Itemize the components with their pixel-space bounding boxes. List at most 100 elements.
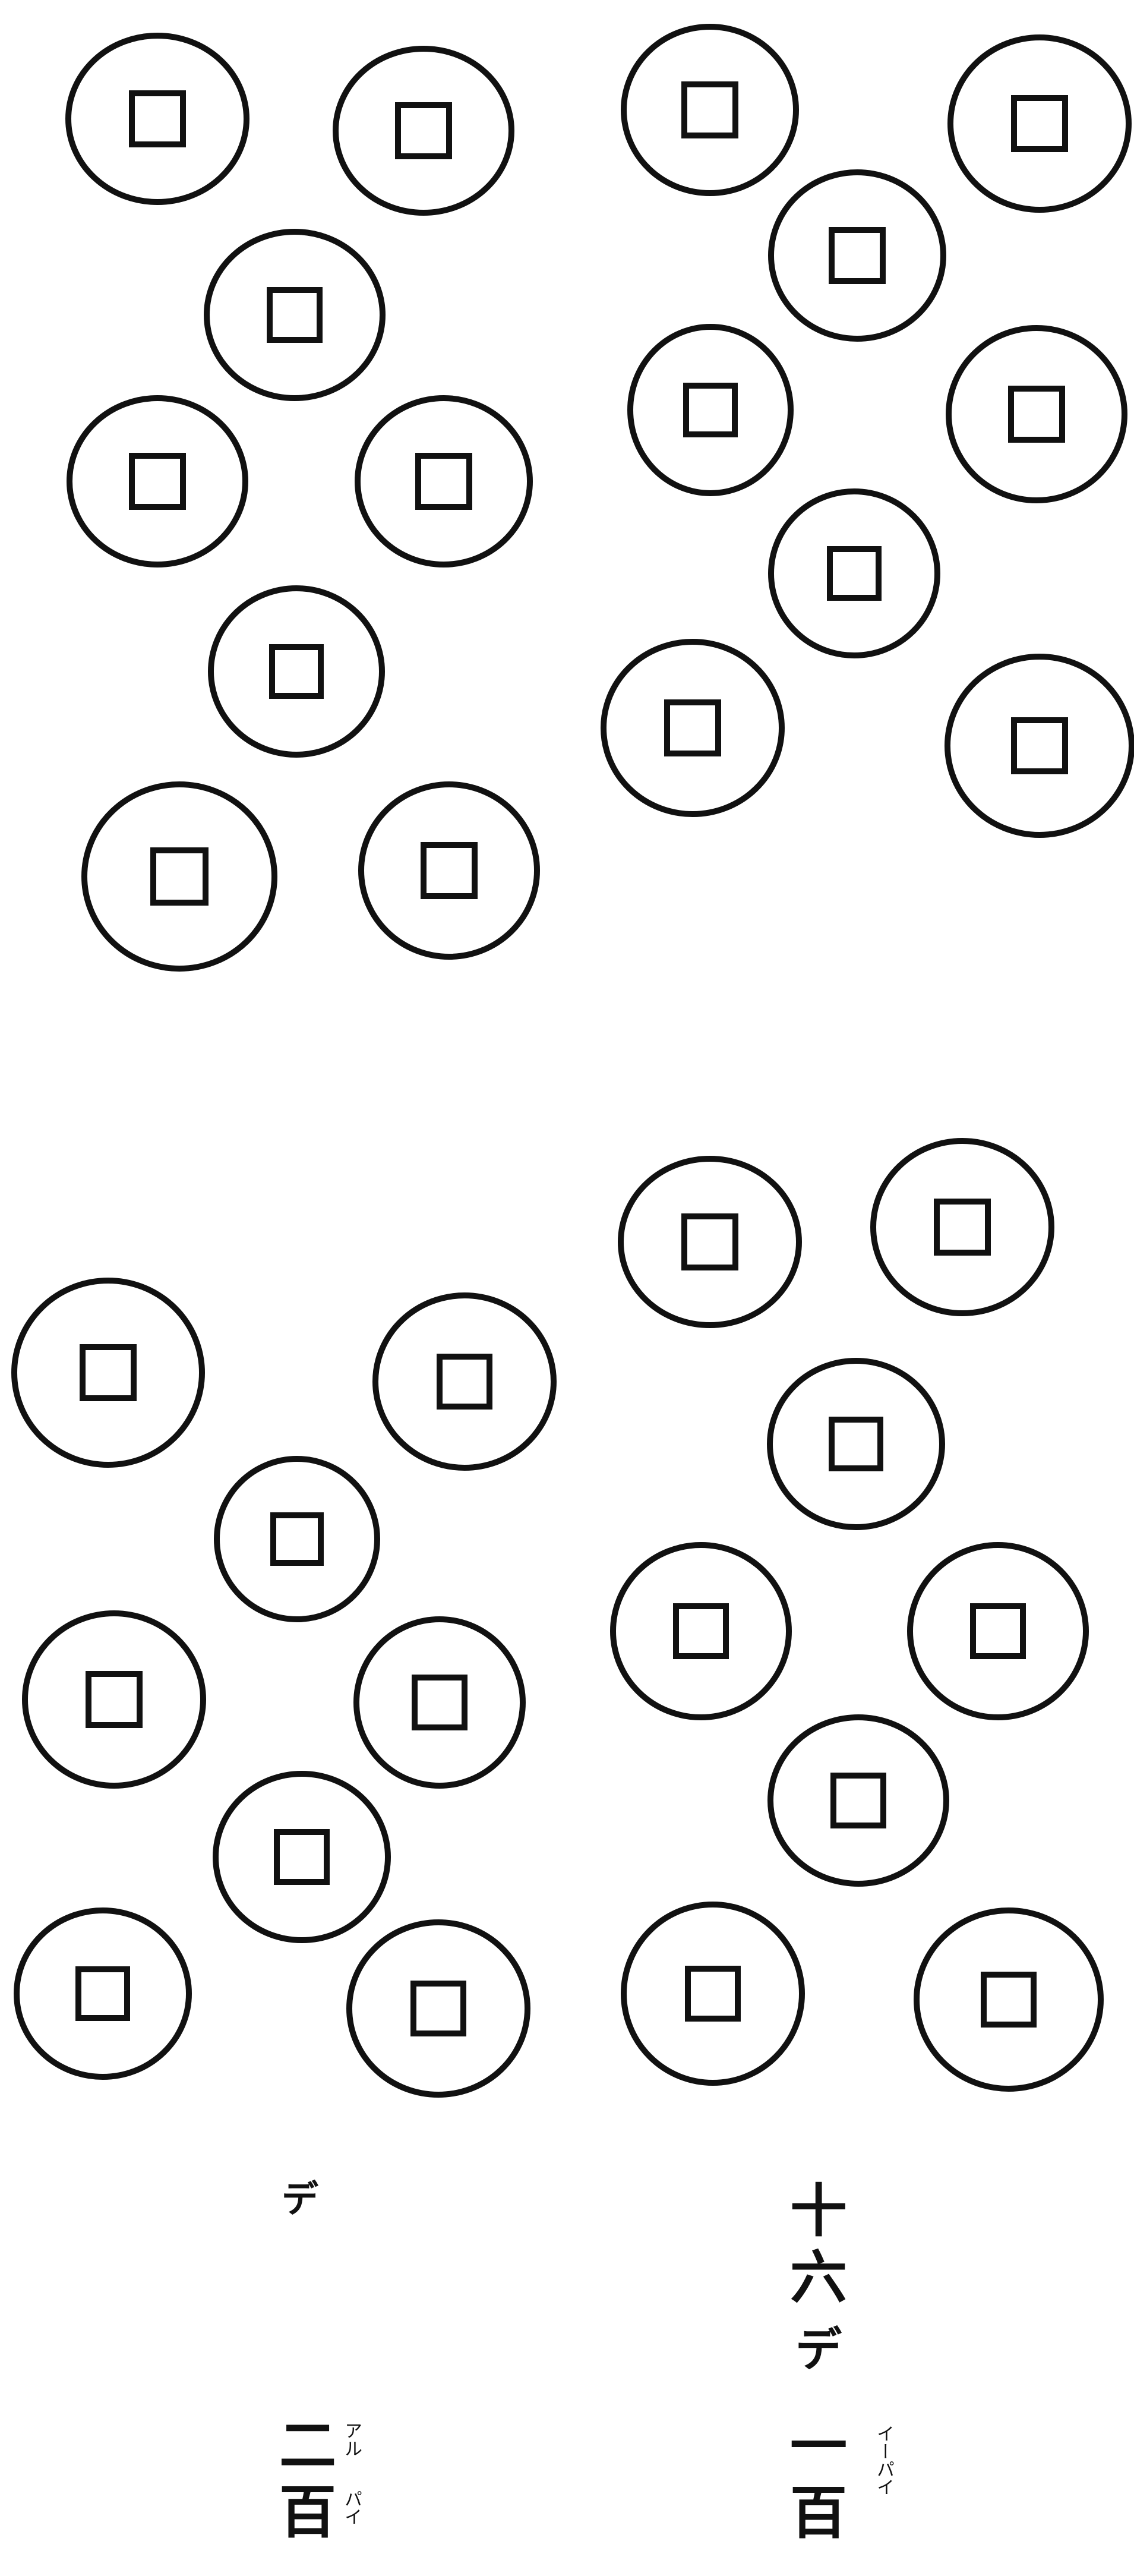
- coin-square-hole: [418, 456, 469, 507]
- coin-group-bottom-left: [17, 1910, 189, 2077]
- coin-square-hole: [684, 84, 735, 135]
- coin-rim: [70, 398, 245, 565]
- coin-square-hole: [413, 1984, 463, 2033]
- coin-rim: [917, 1910, 1101, 2089]
- coin-rim: [25, 1613, 203, 1786]
- coin-square-hole: [89, 1674, 140, 1725]
- coin-square-hole: [440, 1357, 489, 1407]
- coin-square-hole: [153, 850, 206, 903]
- coin-group-top-right: [630, 327, 791, 493]
- coin-group-bottom-right: [613, 1545, 789, 1717]
- coin-group-bottom-right: [873, 1141, 1051, 1313]
- coin-rim: [84, 784, 274, 969]
- coin-group-top-left: [211, 588, 382, 755]
- coin-group-bottom-left: [25, 1613, 203, 1786]
- coin-rim: [217, 1459, 377, 1619]
- coin-group-bottom-left: [217, 1459, 377, 1619]
- coin-rim: [211, 588, 382, 755]
- coin-rim: [356, 1619, 523, 1786]
- coin-rim: [349, 1922, 527, 2095]
- coin-rim: [375, 1295, 554, 1468]
- coin-group-top-right: [771, 172, 943, 339]
- coin-rim: [14, 1281, 202, 1465]
- coin-group-top-left: [84, 784, 274, 969]
- coin-rim: [336, 49, 511, 213]
- coin-rim: [771, 172, 943, 339]
- coin-rim: [770, 1361, 942, 1527]
- right-caption-char-5: 百: [790, 2480, 847, 2546]
- coin-rim: [216, 1774, 388, 1940]
- coin-rim: [770, 1717, 946, 1884]
- coin-square-hole: [132, 456, 183, 507]
- coin-square-hole: [270, 290, 320, 340]
- coin-group-bottom-left: [216, 1774, 388, 1940]
- coin-rim: [949, 328, 1124, 500]
- coin-group-bottom-right: [621, 1159, 799, 1325]
- coin-group-bottom-right: [624, 1905, 802, 2083]
- coin-square-hole: [398, 105, 449, 156]
- coin-square-hole: [78, 1969, 127, 2018]
- coin-group-bottom-left: [14, 1281, 202, 1465]
- coin-rim: [771, 491, 937, 655]
- coin-square-hole: [832, 230, 883, 281]
- coin-rim: [361, 784, 537, 957]
- left-caption-ruby-bottom: パイ: [341, 2490, 361, 2525]
- coin-rim: [910, 1545, 1086, 1717]
- coin-group-top-left: [336, 49, 511, 213]
- coin-group-top-right: [950, 37, 1129, 210]
- left-caption-ruby-top: アル: [341, 2421, 361, 2457]
- coin-rim: [17, 1910, 189, 2077]
- coin-group-top-left: [70, 398, 245, 565]
- coin-group-bottom-right: [917, 1910, 1101, 2089]
- right-caption-char-2: 六: [790, 2244, 847, 2311]
- coin-rim: [624, 27, 796, 193]
- right-caption-char-3: デ: [795, 2317, 842, 2383]
- coin-square-hole: [83, 1347, 134, 1398]
- coin-square-hole: [424, 845, 475, 896]
- coin-square-hole: [277, 1832, 327, 1882]
- coin-square-hole: [676, 1606, 726, 1656]
- coin-square-hole: [973, 1606, 1023, 1656]
- coin-square-hole: [272, 647, 321, 696]
- left-caption-char-2: 百: [279, 2479, 336, 2546]
- right-caption-char-1: 十: [790, 2178, 847, 2244]
- coin-rim: [621, 1159, 799, 1325]
- coin-square-hole: [1014, 98, 1065, 149]
- coin-group-bottom-left: [356, 1619, 523, 1786]
- coin-square-hole: [273, 1515, 321, 1563]
- coin-square-hole: [937, 1202, 988, 1253]
- coin-square-hole: [684, 1216, 735, 1267]
- coin-square-hole: [830, 549, 879, 598]
- coin-group-bottom-right: [770, 1361, 942, 1527]
- right-caption-char-4: 一: [790, 2413, 847, 2480]
- coin-square-hole: [984, 1975, 1034, 2025]
- coin-group-top-right: [947, 657, 1132, 835]
- coin-square-hole: [667, 702, 718, 753]
- coin-group-bottom-left: [349, 1922, 527, 2095]
- coin-rim: [604, 642, 782, 814]
- left-caption-mark: デ: [282, 2169, 318, 2222]
- coin-rim: [358, 398, 530, 565]
- coin-square-hole: [832, 1420, 880, 1468]
- coin-group-bottom-right: [770, 1717, 946, 1884]
- coin-rim: [947, 657, 1132, 835]
- coin-group-bottom-right: [910, 1545, 1086, 1717]
- coin-square-hole: [833, 1776, 883, 1825]
- coin-group-bottom-left: [375, 1295, 554, 1468]
- coin-group-top-right: [624, 27, 796, 193]
- coin-square-hole: [1014, 720, 1065, 771]
- coin-rim: [613, 1545, 789, 1717]
- coin-rim: [207, 232, 383, 398]
- coin-rim: [630, 327, 791, 493]
- coin-group-top-right: [949, 328, 1124, 500]
- coin-square-hole: [415, 1678, 465, 1727]
- coin-group-top-right: [604, 642, 782, 814]
- right-caption-column: 十 六 デ 一 百: [790, 2178, 847, 2546]
- coin-square-hole: [686, 386, 735, 434]
- left-caption-column: 二 百: [279, 2413, 336, 2546]
- coin-group-top-left: [361, 784, 537, 957]
- coin-square-hole: [132, 93, 183, 144]
- coin-group-top-right: [771, 491, 937, 655]
